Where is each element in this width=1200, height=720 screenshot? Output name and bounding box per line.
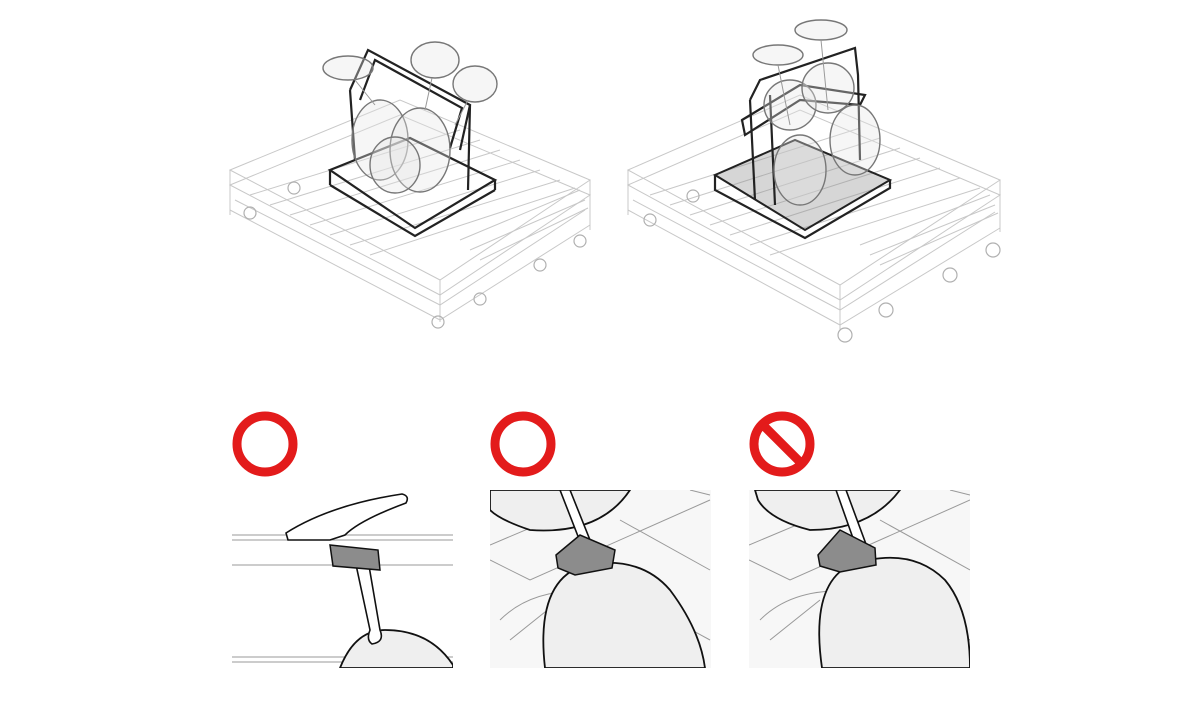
- rack-illustration-left: [228, 41, 592, 329]
- prohibited-icon: [749, 411, 815, 477]
- detail-panel-correct-2: [490, 490, 711, 668]
- dish-rack: [626, 94, 1002, 343]
- correct-circle-icon: [232, 411, 298, 477]
- dish-rack: [228, 99, 592, 329]
- wine-glasses: [752, 19, 881, 206]
- correct-circle-icon: [490, 411, 556, 477]
- glass-holder: [327, 48, 498, 238]
- detail-panel-correct-1: [232, 493, 453, 668]
- rack-illustration-right: [626, 19, 1002, 343]
- detail-panel-incorrect: [749, 490, 970, 668]
- wine-glasses: [322, 41, 498, 194]
